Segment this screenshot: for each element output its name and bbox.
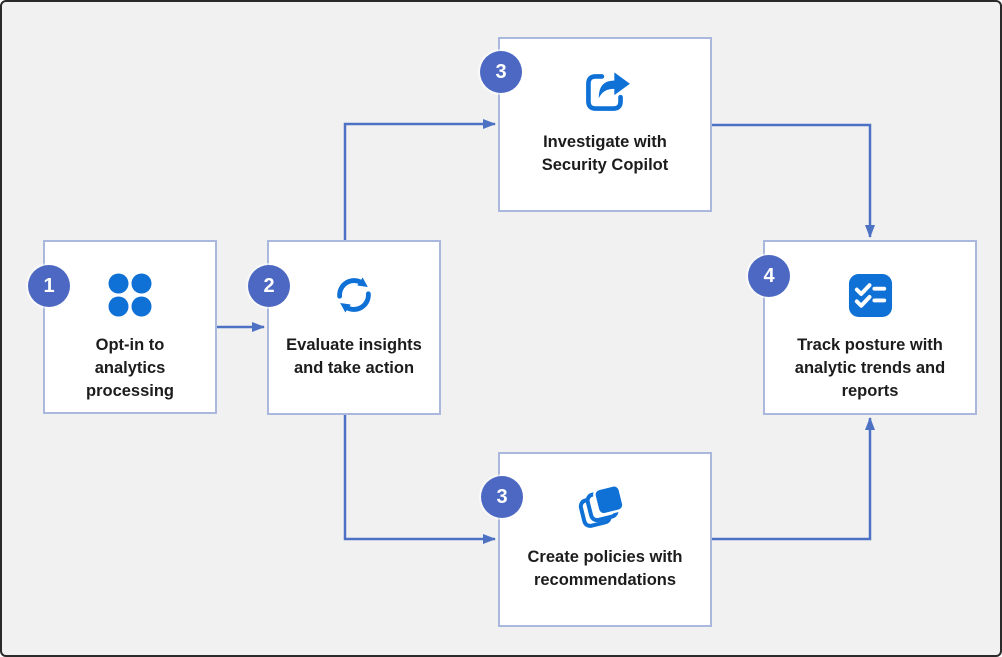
node-label: Create policies with recommendations xyxy=(527,548,683,589)
layer-stack-icon xyxy=(575,478,635,536)
connector-3-top-to-4 xyxy=(712,123,875,238)
apps-dots-icon xyxy=(107,266,153,324)
node-label: Investigate with Security Copilot xyxy=(541,133,669,174)
connector-3-bottom-to-4 xyxy=(712,417,875,541)
node-investigate-copilot: 3 Investigate with Security Copilot xyxy=(480,37,712,212)
sync-arrows-icon xyxy=(328,266,380,324)
node-label: Track posture with analytic trends and r… xyxy=(794,336,946,400)
node-label: Evaluate insights and take action xyxy=(286,336,422,377)
step-badge: 2 xyxy=(248,265,290,307)
node-evaluate-insights: 2 Evaluate insights and take action xyxy=(248,240,441,415)
node-create-policies: 3 Create policies with recommendations xyxy=(481,452,712,627)
connector-2-to-3-top xyxy=(343,119,496,241)
step-badge: 1 xyxy=(28,265,70,307)
step-badge: 4 xyxy=(748,255,790,297)
step-badge: 3 xyxy=(481,476,523,518)
share-arrow-icon xyxy=(576,63,634,121)
node-track-posture: 4 Track posture with analytic trends and… xyxy=(748,240,977,415)
task-checklist-icon xyxy=(847,266,894,324)
node-opt-in-analytics: 1 Opt-in to analytics processing xyxy=(28,240,217,414)
node-label: Opt-in to analytics processing xyxy=(85,336,175,400)
step-badge: 3 xyxy=(480,51,522,93)
connector-2-to-3-bottom xyxy=(343,414,496,544)
